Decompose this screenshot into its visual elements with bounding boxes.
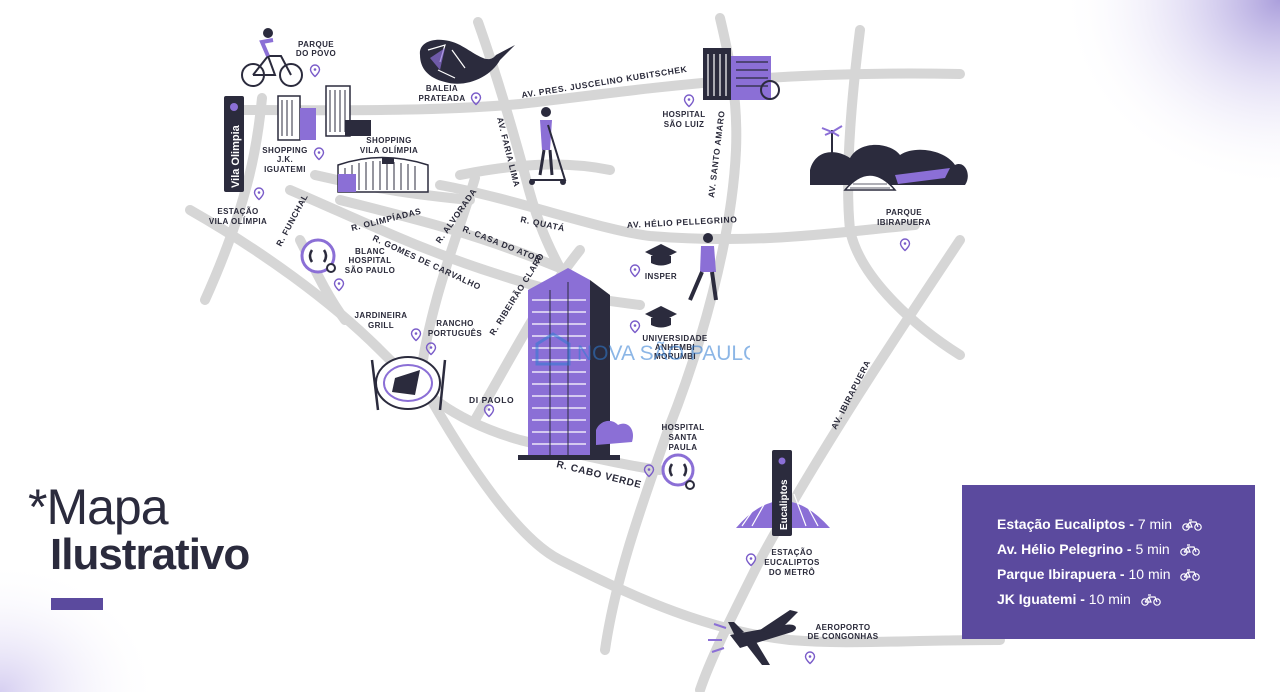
eucaliptos-station-icon: Eucaliptos — [736, 450, 830, 536]
legend-row: JK Iguatemi - 10 min — [997, 591, 1161, 607]
street-label: R. CASA DO ATOR — [461, 224, 543, 265]
watermark-logo: NOVA SÃO PAULO — [535, 330, 759, 370]
blanc-hospital-logo-icon — [300, 238, 336, 274]
whale-icon — [419, 39, 515, 84]
house-logo-icon — [535, 332, 571, 366]
scooter-rider-icon — [529, 107, 567, 185]
location-pin-icon — [899, 238, 911, 252]
legend-time: 5 min — [1135, 541, 1170, 557]
legend-place: Estação Eucaliptos - — [997, 516, 1134, 532]
bicycle-icon — [1179, 544, 1200, 557]
legend-time: 7 min — [1137, 516, 1173, 532]
graduation-cap-icon — [645, 306, 677, 328]
walking-student-icon — [688, 233, 718, 301]
legend-place: JK Iguatemi - — [997, 591, 1085, 607]
location-pin-icon — [313, 147, 325, 161]
street-label: AV. IBIRAPUERA — [829, 358, 873, 431]
hospital-santa-paula-logo-icon — [661, 453, 695, 490]
bicycle-icon — [1140, 594, 1161, 607]
corner-glow — [1060, 0, 1280, 190]
bicycle-icon — [1180, 569, 1201, 582]
location-pin-icon — [683, 94, 695, 108]
shopping-jk-building-icon — [277, 85, 371, 141]
location-pin-icon — [410, 328, 422, 342]
location-pin-icon — [253, 187, 265, 201]
legend-time: 10 min — [1128, 566, 1171, 582]
title-line-1: *Mapa — [28, 479, 169, 535]
legend-row: Parque Ibirapuera - 10 min — [997, 566, 1201, 582]
airplane-icon — [708, 610, 798, 665]
hospital-sao-luiz-building-icon — [703, 48, 780, 100]
corner-glow — [0, 560, 160, 692]
legend-row: Av. Hélio Pelegrino - 5 min — [997, 541, 1200, 557]
street-label: AV. HÉLIO PELLEGRINO — [627, 214, 738, 230]
location-pin-icon — [333, 278, 345, 292]
bicycle-icon — [1182, 519, 1202, 532]
restaurant-plate-icon — [370, 356, 447, 411]
legend-time: 10 min — [1088, 591, 1131, 607]
street-label: DI PAOLO — [469, 395, 514, 405]
location-pin-icon — [629, 264, 641, 278]
location-pin-icon — [804, 651, 816, 665]
cyclist-icon — [241, 28, 303, 87]
development-tower-icon — [518, 268, 634, 460]
title-underline — [51, 598, 103, 610]
tower-label-eucaliptos: Eucaliptos — [779, 479, 790, 530]
tower-label-vila-olimpia: Vila Olimpia — [230, 124, 242, 188]
distance-legend: Estação Eucaliptos - 7 min Av. Hélio Pel… — [962, 485, 1255, 639]
legend-row: Estação Eucaliptos - 7 min — [997, 516, 1202, 532]
watermark-text: NOVA SÃO PAULO — [577, 341, 750, 365]
location-pin-icon — [309, 64, 321, 78]
legend-place: Parque Ibirapuera - — [997, 566, 1125, 582]
parque-ibirapuera-icon — [810, 125, 968, 191]
street-label: AV. SANTO AMARO — [706, 110, 727, 198]
graduation-cap-icon — [645, 244, 677, 266]
title-line-2: Ilustrativo — [50, 530, 250, 579]
legend-place: Av. Hélio Pelegrino - — [997, 541, 1132, 557]
shopping-vila-olimpia-building-icon — [337, 156, 429, 193]
vila-olimpia-tower-icon: Vila Olimpia — [224, 96, 244, 192]
place-label-insper: INSPER — [645, 272, 677, 281]
